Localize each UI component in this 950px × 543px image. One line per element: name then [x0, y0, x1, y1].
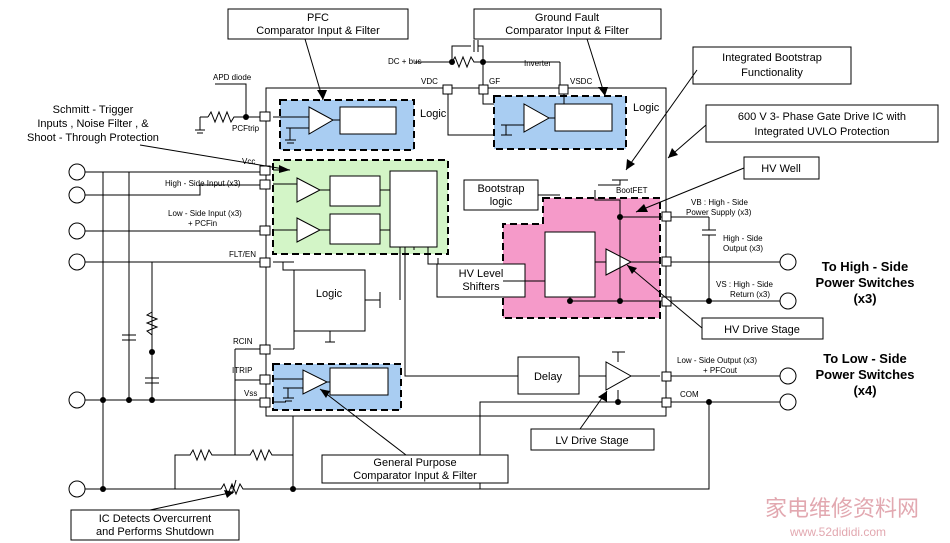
- lo-line1: Low - Side Output (x3): [677, 356, 757, 365]
- vb-line1: VB : High - Side: [691, 198, 748, 207]
- hv-well-callout: HV Well: [761, 163, 801, 175]
- ic-body: [265, 87, 667, 417]
- pfc-comparator-icon: [308, 106, 335, 135]
- hv-shifters-line1: HV Level: [459, 268, 504, 280]
- watermark-url: www.52dididi.com: [789, 525, 886, 539]
- gf-callout-line1: Ground Fault: [535, 12, 599, 24]
- gf-filter-block: [554, 103, 613, 132]
- gf-logic-label: Logic: [633, 102, 660, 114]
- hv-shifters-line2: Shifters: [462, 281, 500, 293]
- ic-callout-line2: Integrated UVLO Protection: [754, 126, 889, 138]
- schmitt-callout-line2: Inputs , Noise Filter , &: [37, 118, 149, 130]
- overcurrent-callout-line1: IC Detects Overcurrent: [99, 513, 211, 525]
- gp-callout-line2: Comparator Input & Filter: [353, 470, 477, 482]
- to-low-side-line3: (x4): [853, 383, 876, 398]
- high-side-input-label: High - Side Input (x3): [165, 179, 241, 188]
- hv-drive-callout: HV Drive Stage: [724, 324, 800, 336]
- apd-diode-label: APD diode: [213, 73, 252, 82]
- com-label: COM: [680, 390, 699, 399]
- pfc-logic-label: Logic: [420, 108, 447, 120]
- hs-schmitt-icon: [296, 177, 322, 203]
- ic-callout-line1: 600 V 3- Phase Gate Drive IC with: [738, 111, 906, 123]
- low-side-input-line1: Low - Side Input (x3): [168, 209, 242, 218]
- flt-en-label: FLT/EN: [229, 250, 256, 259]
- delay-label: Delay: [534, 371, 563, 383]
- inverter-label: Inverter: [524, 59, 551, 68]
- bootstrap-logic-line2: logic: [490, 196, 513, 208]
- to-high-side-line1: To High - Side: [822, 259, 908, 274]
- to-low-side-line1: To Low - Side: [823, 351, 907, 366]
- vcc-label: Vcc: [242, 157, 255, 166]
- gp-callout-line1: General Purpose: [373, 457, 456, 469]
- to-low-side-line2: Power Switches: [816, 367, 915, 382]
- overcurrent-callout-line2: and Performs Shutdown: [96, 526, 214, 538]
- itrip-label: ITRIP: [232, 366, 252, 375]
- delay-block: [517, 356, 580, 395]
- pfc-callout-line2: Comparator Input & Filter: [256, 25, 380, 37]
- bootstrap-callout-line2: Functionality: [741, 67, 803, 79]
- watermark-cn: 家电维修资料网: [765, 497, 919, 522]
- bootstrap-callout-line1: Integrated Bootstrap: [722, 52, 822, 64]
- dc-bus-label: DC + bus: [388, 57, 422, 66]
- gf-pin-label: GF: [489, 77, 500, 86]
- bootstrap-logic-block: [463, 179, 539, 211]
- lo-line2: + PFCout: [703, 366, 738, 375]
- bootfet-label: BootFET: [616, 186, 648, 195]
- schmitt-callout-line3: Shoot - Through Protection: [27, 132, 159, 144]
- low-side-input-line2: + PCFin: [188, 219, 217, 228]
- vdc-label: VDC: [421, 77, 438, 86]
- lv-driver-icon: [605, 361, 633, 391]
- pfc-filter-block: [339, 106, 397, 135]
- to-high-side-line2: Power Switches: [816, 275, 915, 290]
- shoot-through-block: [389, 170, 438, 248]
- main-logic-label: Logic: [316, 288, 343, 300]
- pfc-callout-line1: PFC: [307, 12, 329, 24]
- vsdc-label: VSDC: [570, 77, 592, 86]
- gp-filter-block: [329, 367, 389, 396]
- lv-drive-callout: LV Drive Stage: [555, 435, 628, 447]
- main-logic-block: [293, 269, 366, 332]
- vs-line1: VS : High - Side: [716, 280, 773, 289]
- vb-line2: Power Supply (x3): [686, 208, 752, 217]
- hv-latch-block: [544, 231, 596, 298]
- pcftrip-label: PCFtrip: [232, 124, 260, 133]
- to-high-side-line3: (x3): [853, 291, 876, 306]
- vs-line2: Return (x3): [730, 290, 770, 299]
- vss-label: Vss: [244, 389, 257, 398]
- ho-line2: Output (x3): [723, 244, 763, 253]
- gf-comparator-icon: [523, 103, 551, 133]
- bootstrap-logic-line1: Bootstrap: [477, 183, 524, 195]
- hs-filter-block: [329, 175, 381, 207]
- ls-filter-block: [329, 213, 381, 245]
- ho-line1: High - Side: [723, 234, 763, 243]
- gf-callout-line2: Comparator Input & Filter: [505, 25, 629, 37]
- gp-comparator-icon: [302, 369, 329, 395]
- schmitt-callout-line1: Schmitt - Trigger: [53, 104, 134, 116]
- rcin-label: RCIN: [233, 337, 253, 346]
